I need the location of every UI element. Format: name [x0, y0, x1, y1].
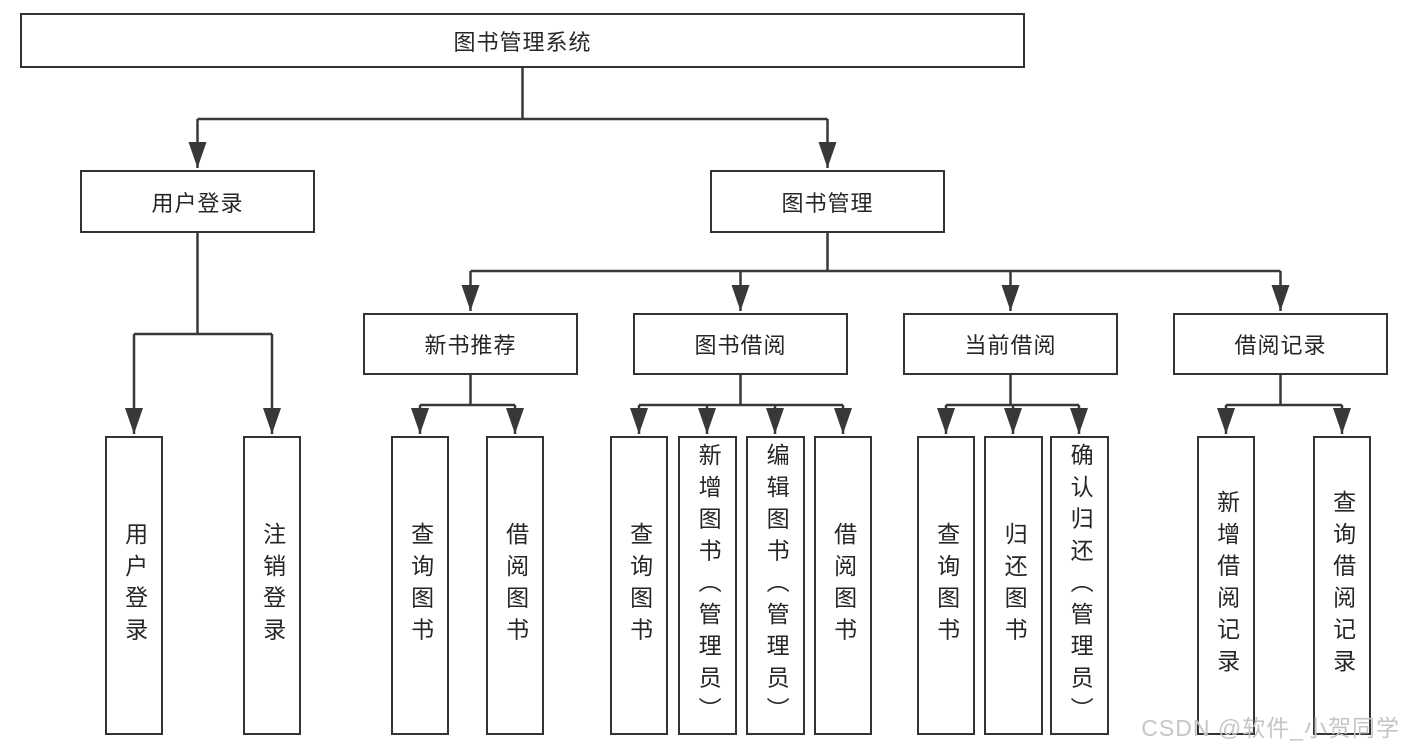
leaf-current-return: 归还图书	[984, 436, 1043, 735]
csdn-watermark: CSDN @软件_小贺同学	[1141, 715, 1400, 741]
leaf-record-query: 查询借阅记录	[1313, 436, 1371, 735]
leaf-record-add: 新增借阅记录	[1197, 436, 1255, 735]
leaf-current-query: 查询图书	[917, 436, 975, 735]
leaf-newbook-borrow: 借阅图书	[486, 436, 544, 735]
node-current-borrow: 当前借阅	[903, 313, 1118, 375]
leaf-current-confirm-admin: 确认归还（管理员）	[1050, 436, 1109, 735]
node-root-title: 图书管理系统	[20, 13, 1025, 68]
leaf-borrow-borrow: 借阅图书	[814, 436, 872, 735]
leaf-borrow-query: 查询图书	[610, 436, 668, 735]
leaf-borrow-add-admin: 新增图书（管理员）	[678, 436, 737, 735]
leaf-user-login: 用户登录	[105, 436, 163, 735]
node-borrow-record: 借阅记录	[1173, 313, 1388, 375]
node-new-book-recommend: 新书推荐	[363, 313, 578, 375]
node-book-borrow: 图书借阅	[633, 313, 848, 375]
node-user-login: 用户登录	[80, 170, 315, 233]
node-book-management: 图书管理	[710, 170, 945, 233]
leaf-newbook-query: 查询图书	[391, 436, 449, 735]
leaf-borrow-edit-admin: 编辑图书（管理员）	[746, 436, 805, 735]
leaf-logout: 注销登录	[243, 436, 301, 735]
